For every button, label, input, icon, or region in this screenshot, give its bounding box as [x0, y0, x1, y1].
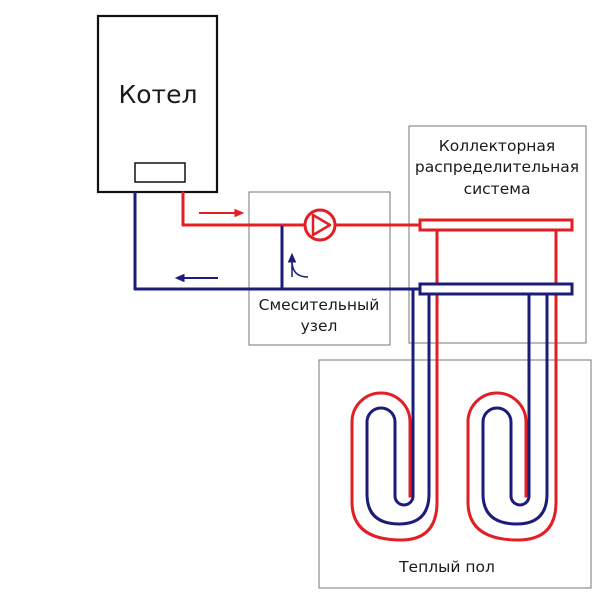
boiler-display — [134, 162, 186, 183]
mixing-unit-label-line-2: узел — [301, 317, 338, 335]
return-flow-arrow-icon — [174, 273, 218, 283]
supply-flow-arrow-icon — [199, 208, 245, 218]
supply-manifold — [418, 218, 574, 232]
floor-loop-1-return — [365, 288, 431, 526]
supply-pipe — [181, 191, 307, 227]
warm-floor: Теплый пол — [318, 359, 592, 589]
pump-icon — [303, 208, 337, 242]
mixing-unit-label-line-1: Смесительный — [259, 296, 380, 314]
collector-label-line-3: система — [464, 180, 531, 198]
collector-label-line-1: Коллекторная — [439, 137, 556, 155]
warm-floor-label: Теплый пол — [398, 558, 495, 576]
collector-label-line-2: распределительная — [415, 158, 579, 176]
floor-loop-2-return — [481, 288, 549, 526]
bypass-arrow-icon — [287, 252, 309, 278]
floor-loop-1-supply — [350, 227, 439, 542]
return-manifold — [418, 282, 574, 296]
floor-loop-2-supply — [466, 227, 558, 542]
return-pipe — [133, 191, 422, 291]
boiler: Котел — [96, 14, 219, 194]
boiler-label: Котел — [119, 80, 198, 109]
warm-floor-frame — [318, 359, 592, 589]
